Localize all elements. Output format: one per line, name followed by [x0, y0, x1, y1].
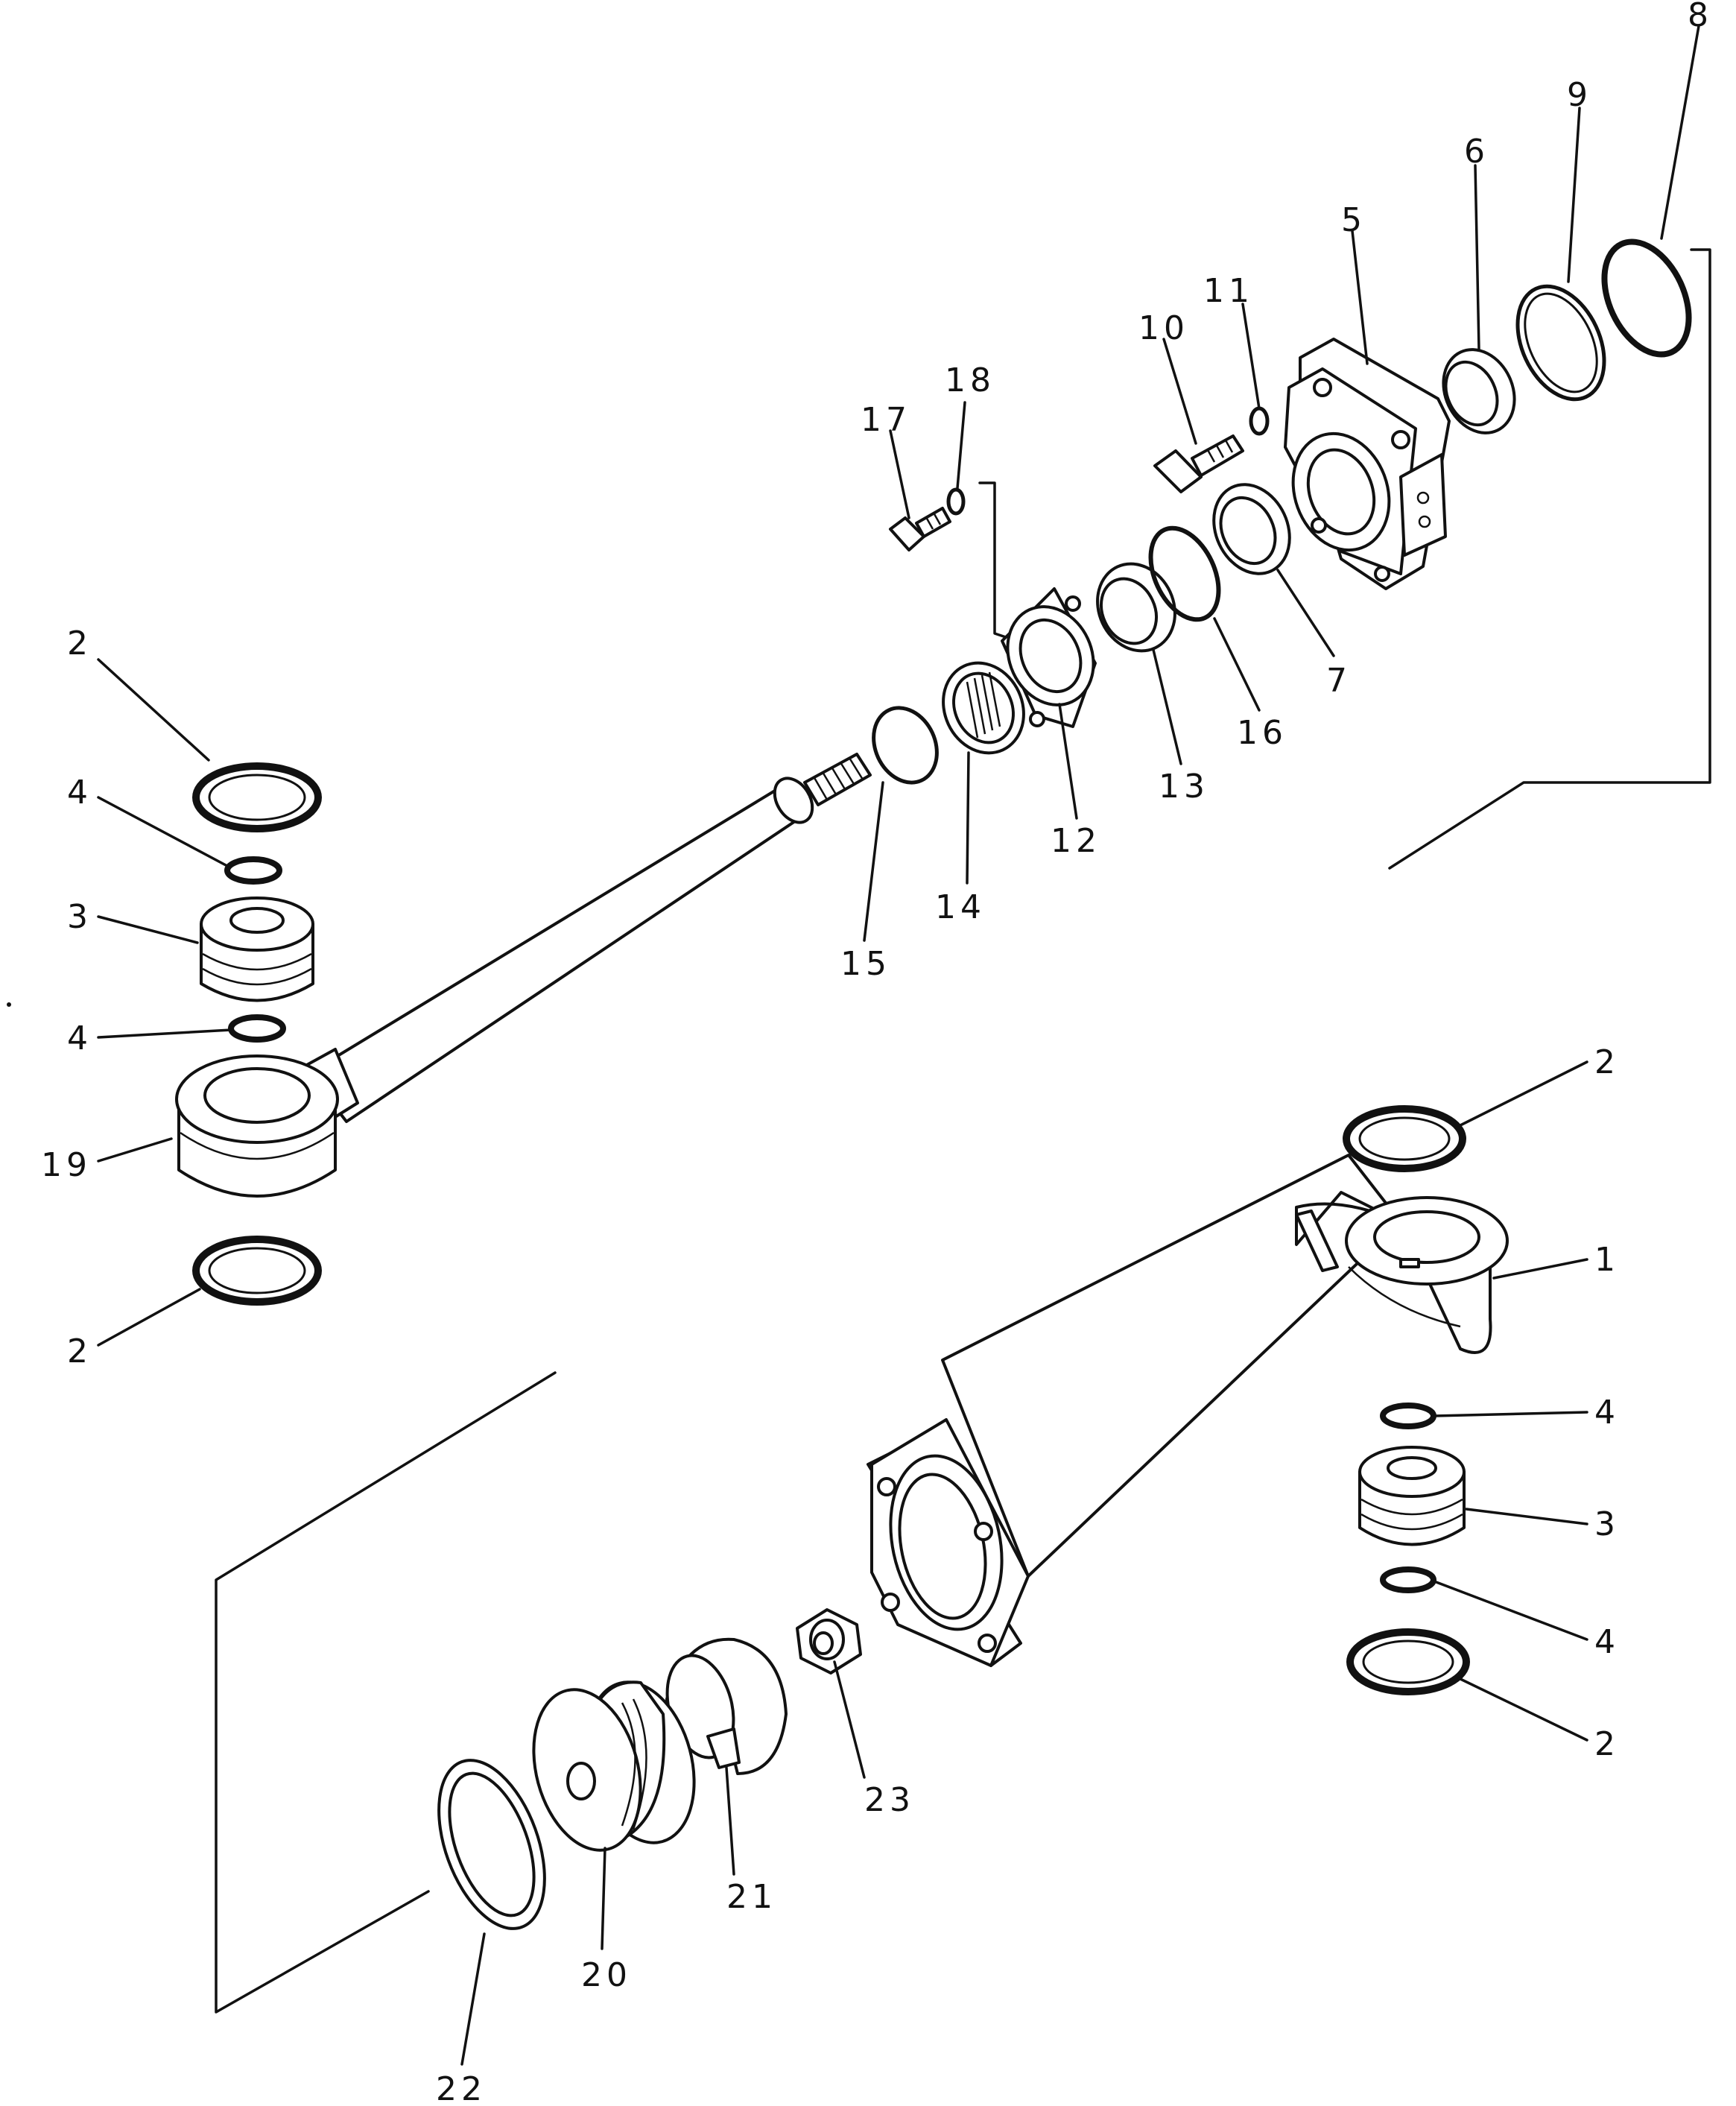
nut-23 [796, 1608, 862, 1675]
callout-3: 3 [67, 898, 92, 936]
callout-4: 4 [1594, 1623, 1620, 1661]
callout-21: 21 [726, 1878, 777, 1916]
o-ring-16 [1148, 525, 1221, 622]
callout-17: 17 [861, 401, 911, 439]
spring-washer-11 [1249, 406, 1270, 436]
callout-11: 11 [1203, 272, 1254, 310]
callout-9: 9 [1567, 76, 1592, 114]
bushing-6 [1442, 348, 1516, 434]
bolt-10 [1153, 434, 1244, 493]
bushing-14 [942, 661, 1025, 755]
callout-23: 23 [864, 1781, 915, 1819]
callout-2: 2 [67, 624, 92, 663]
o-ring-4b [228, 1014, 286, 1043]
callout-15: 15 [840, 945, 891, 983]
o-ring-4c [1380, 1403, 1436, 1429]
callout-2: 2 [1594, 1725, 1620, 1763]
snap-ring-2d [1346, 1628, 1470, 1695]
callout-2: 2 [1594, 1043, 1620, 1081]
piston-20 [532, 1680, 696, 1852]
callout-19: 19 [41, 1146, 92, 1184]
callout-3: 3 [1594, 1505, 1620, 1543]
callout-22: 22 [436, 2070, 487, 2106]
callout-5: 5 [1341, 201, 1366, 239]
callout-4: 4 [67, 774, 92, 812]
snap-ring-2b [192, 1236, 322, 1306]
callout-2: 2 [67, 1332, 92, 1370]
leader-lines [97, 25, 1700, 2066]
seal-7 [1212, 483, 1291, 575]
callout-18: 18 [945, 361, 995, 399]
callout-12: 12 [1051, 822, 1101, 860]
bolt-17 [889, 507, 951, 551]
o-ring-8 [1601, 238, 1692, 358]
spherical-bearing-3a [200, 897, 314, 1002]
callout-16: 16 [1237, 714, 1287, 752]
callout-4: 4 [67, 1019, 92, 1057]
callout-labels: 1 2 2 2 2 3 3 4 4 4 4 5 6 7 8 9 10 11 12… [41, 0, 1713, 2106]
seal-22 [437, 1759, 546, 1930]
retainer-12 [1001, 587, 1097, 728]
wear-ring-21 [665, 1637, 788, 1775]
spring-washer-18 [946, 487, 966, 516]
callout-10: 10 [1138, 309, 1189, 347]
snap-ring-2a [192, 762, 322, 832]
assembly-guide-lines [215, 248, 1711, 2014]
callout-20: 20 [581, 1956, 632, 1994]
o-ring-4a [224, 856, 282, 885]
o-ring-4d [1380, 1566, 1436, 1593]
callout-7: 7 [1326, 662, 1352, 700]
callout-4: 4 [1594, 1394, 1620, 1432]
o-ring-15 [872, 706, 939, 785]
snap-ring-2c [1343, 1105, 1466, 1172]
spherical-bearing-3b [1358, 1446, 1466, 1546]
callout-14: 14 [935, 888, 986, 926]
stray-mark [7, 1002, 11, 1007]
rod-eye-19 [175, 1054, 339, 1198]
backup-ring-9 [1515, 284, 1606, 402]
cylinder-head-5 [1284, 338, 1451, 590]
callout-6: 6 [1464, 133, 1489, 171]
callout-8: 8 [1688, 0, 1713, 34]
cylinder-tube-1 [867, 1154, 1509, 1667]
callout-13: 13 [1159, 768, 1209, 806]
callout-1: 1 [1594, 1241, 1620, 1279]
piston-rod [304, 753, 872, 1123]
